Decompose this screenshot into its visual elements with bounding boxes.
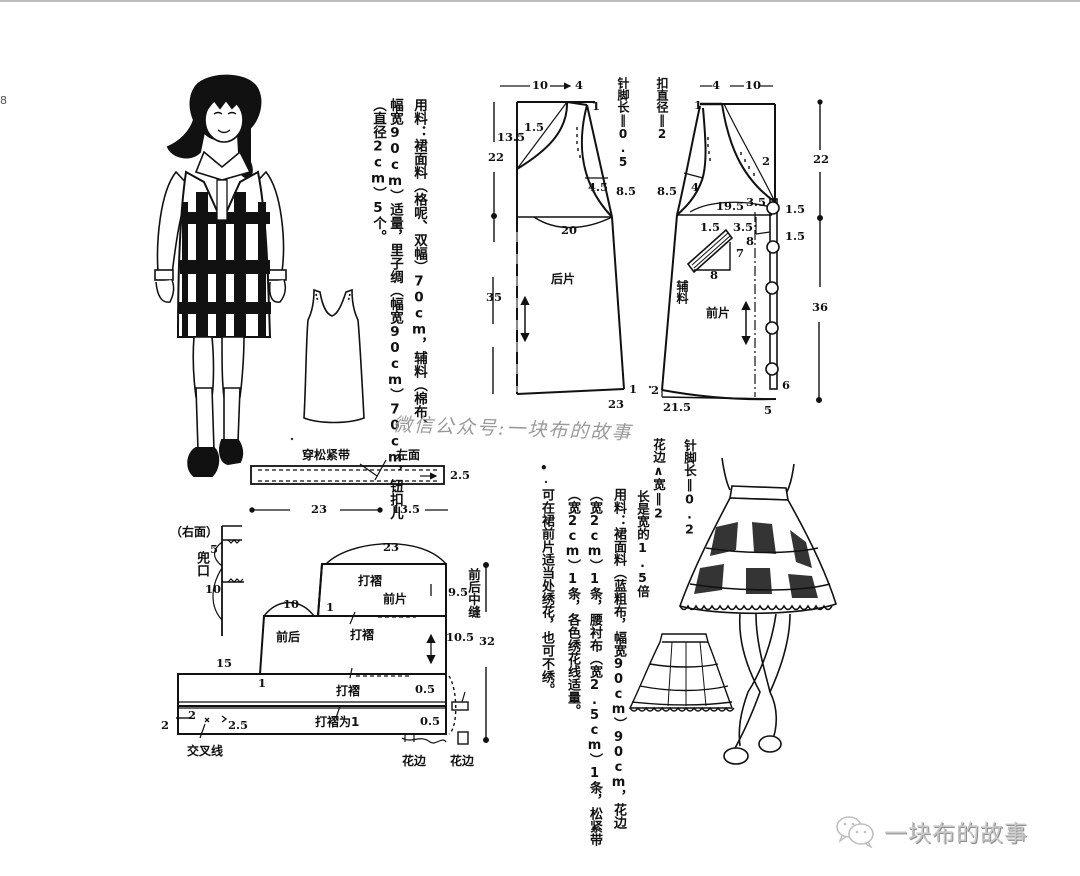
skirt-materials-col3: （宽2cm）1条，各色绣花线适量。 [565,488,580,717]
back-dim-top-right: 4 [575,78,584,92]
lace-label-2: 花边 [450,754,475,768]
front-dim-neck-curve: 2 [762,154,771,168]
front-dim-hem: 21.5 [663,400,692,414]
front-dim-overlap: 3.5 [746,195,767,209]
placket-d2: 10 [205,582,222,596]
front-dim-pocket-bottom: 8 [746,234,755,248]
tier-mid-label: 前后 [276,630,301,644]
front-facing-label: 辅料 [675,280,689,304]
waistband-width: 2.5 [450,468,471,482]
front-dim-hem-corner: 6 [782,378,791,392]
skirt-lace-note: 花边∧宽‖2 [651,438,666,521]
tier-left-c: 2.5 [228,718,249,732]
girl-illustration [154,74,287,477]
skirt-tip-bullet: • [540,461,548,475]
front-dim-top-right: 10 [745,78,762,92]
front-dim-hem-rise: 2 [651,383,660,397]
tier-top-label: 前片 [383,592,408,606]
front-dim-top-left: 4 [712,78,721,92]
waistband-len-a: 23 [311,502,328,516]
skirt-tiers-pattern [176,543,489,745]
front-dim-button-gap1: 1.5 [785,202,806,216]
brand-text: 一块布的故事 [884,821,1028,847]
placket-label: 兜口 [194,551,209,577]
skirt-stitch-note: 针脚长‖0.2 [682,439,697,537]
back-dim-chest: 20 [561,223,578,237]
front-dim-shoulder: 1 [694,98,703,112]
tier-bottom-offset: 15 [216,656,233,670]
placket-side-label: （右面） [170,525,219,539]
back-dim-neck-curve: 1.5 [524,120,545,134]
tier-top-pleat: 打褶 [358,574,383,588]
tier-left-a: 2 [161,718,170,732]
top-border [0,0,1080,2]
waistband-side-label: 左面 [396,448,421,462]
skirt-materials-col1: 用料：裙面料（蓝粗布，幅宽90cm）90cm，花边 [611,488,626,829]
front-button-note: 扣直径‖2 [655,77,669,141]
wechat-icon [836,816,874,848]
tier-d-top: 9.5 [448,585,469,599]
brand-badge: 一块布的故事 [834,814,1028,848]
back-dim-top-left: 10 [532,78,549,92]
edge-mark: 8 [0,94,7,107]
tier-mid-arc: 10 [283,597,300,611]
back-dim-neck-drop: 13.5 [497,130,526,144]
front-dim-pocket-w: 8 [710,268,719,282]
tier-hem-a: 0.5 [415,682,436,696]
waistband-pattern [249,459,448,513]
back-piece-label: 后片 [551,272,576,286]
front-dim-pocket-h: 7 [736,246,745,260]
back-dim-upper-len: 22 [488,150,505,164]
small-skirt-sketch [628,633,735,712]
tier-mid-offset: 1 [326,600,335,614]
tier-center-seam: 前后中缝 [466,568,481,618]
placket-d1: 5 [210,542,219,556]
back-dim-hem-rise: 1 [629,382,638,396]
front-dim-lower-len: 36 [812,300,829,314]
cross-stitch-label: 交叉线 [187,744,224,758]
waistband-label: 穿松紧带 [302,448,351,462]
waistband-len-b: 13.5 [392,502,421,516]
back-dim-hem: 23 [608,397,625,411]
back-dim-shoulder: 1 [592,99,601,113]
front-piece-label: 前片 [706,306,731,320]
back-stitch-note: 针脚长‖0.5 [616,77,630,169]
tier-mid-pleat: 打褶 [350,628,375,642]
front-piece-pattern [661,85,823,403]
back-dim-armhole: 4.5 [588,180,609,194]
front-dim-armhole-depth: 8.5 [657,184,678,198]
front-dim-chest: 19.5 [716,199,745,213]
tier-d-mid: 10.5 [446,630,475,644]
skirt-tip: 可在裙前片适当处绣花，也可不绣。 [539,488,554,696]
tier-bottom-pleat: 打褶 [336,684,361,698]
front-dim-upper-len: 22 [813,152,830,166]
tier-bottom-mark: 1 [258,676,267,690]
jumper-materials-col2: 幅宽90cm）适量，里子绸（幅宽90cm）70cm，钮扣儿 [387,98,403,520]
placket-pattern [212,525,244,636]
skirt-lace-note-2: 长是宽的1.5倍 [635,490,650,598]
tier-total: 32 [479,634,496,648]
back-dim-lower-len: 35 [486,290,503,304]
tier-top-arc: 23 [383,540,400,554]
dress-sketch [303,288,365,424]
tier-bottom-pleat-1: 打褶为1 [315,715,360,729]
lace-label-1: 花边 [402,754,427,768]
skirt-girl-illustration [678,457,837,765]
jumper-materials-col3: （直径2cm）5个。 [370,98,386,243]
front-dim-pocket-top: 3.5 [733,220,754,234]
front-dim-button-gap2: 1.5 [785,229,806,243]
front-dim-armhole: 4 [691,180,700,194]
tier-left-b: 2 [188,708,197,722]
tier-hem-b: 0.5 [420,714,441,728]
back-dim-armhole-depth: 8.5 [616,184,637,198]
front-dim-front-ext: 5 [764,403,773,417]
front-dim-pocket-offset: 1.5 [700,220,721,234]
back-piece-pattern [491,82,625,395]
skirt-materials-col2: （宽2cm）1条，腰衬布（宽2.5cm）1条，松紧带 [587,488,602,846]
jumper-materials-col1: 用料：裙面料（格呢、双幅）70cm，辅料（棉布、 [411,98,427,432]
